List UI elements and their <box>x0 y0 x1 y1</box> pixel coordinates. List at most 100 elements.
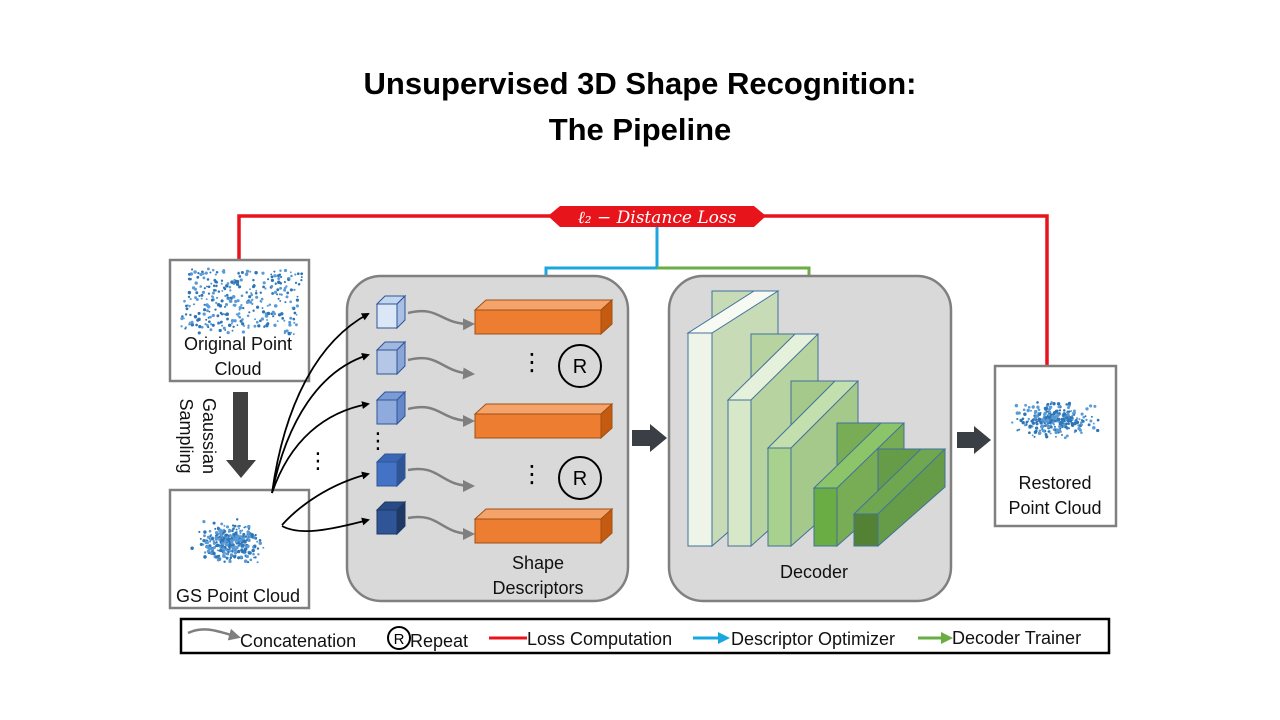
cloud-point <box>212 546 216 550</box>
cloud-point <box>184 327 187 330</box>
cloud-point <box>196 275 200 279</box>
shape-descriptors-label-line-2: Descriptors <box>492 578 583 598</box>
cloud-point <box>1080 423 1084 427</box>
cloud-point <box>243 559 248 563</box>
cloud-point <box>280 312 284 316</box>
cloud-point <box>1030 409 1032 412</box>
cloud-point <box>293 311 297 315</box>
cloud-point <box>1050 424 1053 427</box>
cloud-point <box>1024 403 1027 407</box>
cloud-point <box>204 271 208 275</box>
cloud-point <box>233 537 237 541</box>
cloud-point <box>271 292 274 295</box>
cloud-point <box>203 287 206 290</box>
cloud-point <box>188 305 191 308</box>
cloud-point <box>218 529 221 532</box>
cloud-point <box>254 556 257 559</box>
cloud-point <box>212 284 216 287</box>
cloud-point <box>286 291 290 295</box>
cloud-point <box>1054 435 1057 438</box>
cloud-point <box>224 303 229 307</box>
ellipsis-descriptors-2: ⋮ <box>520 460 544 488</box>
cloud-point <box>1075 420 1080 425</box>
cloud-point <box>207 326 210 329</box>
cloud-point <box>203 530 207 534</box>
cloud-point <box>288 323 292 327</box>
cloud-point <box>227 551 230 554</box>
cloud-point <box>300 276 303 279</box>
cloud-point <box>295 304 299 308</box>
cloud-point <box>1059 404 1062 407</box>
cloud-point <box>241 330 245 334</box>
gs-point-cloud-box: GS Point Cloud <box>168 488 311 610</box>
cloud-point <box>222 553 225 556</box>
cloud-point <box>236 535 239 538</box>
cloud-point <box>223 555 227 559</box>
cloud-point <box>285 329 289 333</box>
cloud-point <box>1089 419 1093 423</box>
cloud-point <box>216 302 221 307</box>
cloud-point <box>1043 413 1046 417</box>
cloud-point <box>187 295 191 299</box>
restored-point-cloud-image <box>1011 401 1100 440</box>
cloud-point <box>230 319 235 323</box>
cloud-point <box>242 324 246 328</box>
cloud-point <box>227 545 231 549</box>
cloud-point <box>237 312 241 315</box>
cloud-point <box>238 315 242 319</box>
cloud-point <box>252 552 255 556</box>
latent-cube <box>375 452 407 488</box>
cloud-point <box>233 524 237 528</box>
cloud-point <box>228 285 232 289</box>
cloud-point <box>242 534 245 538</box>
cloud-point <box>228 299 233 303</box>
cloud-point <box>221 547 225 551</box>
cloud-point <box>262 285 265 289</box>
cloud-point <box>1080 431 1083 435</box>
cloud-point <box>214 273 217 276</box>
cloud-point <box>249 558 253 562</box>
cloud-point <box>233 319 237 323</box>
cloud-point <box>228 559 232 564</box>
cloud-point <box>1044 416 1048 420</box>
cloud-point <box>249 270 252 273</box>
cloud-point <box>241 322 245 326</box>
original-label-line-1: Original Point <box>184 334 292 354</box>
cloud-point <box>246 270 249 273</box>
cloud-point <box>1044 424 1047 428</box>
cloud-point <box>276 288 280 292</box>
cloud-point <box>290 274 293 278</box>
cloud-point <box>209 540 212 543</box>
cloud-point <box>256 540 259 543</box>
cloud-point <box>1063 436 1067 440</box>
cloud-point <box>1085 418 1088 422</box>
cloud-point <box>1085 407 1089 411</box>
cloud-point <box>1062 412 1066 416</box>
cloud-point <box>194 281 198 285</box>
cloud-point <box>235 539 239 543</box>
cloud-point <box>206 278 210 281</box>
cloud-point <box>260 317 265 321</box>
legend: Concatenation R Repeat Loss Computation … <box>179 617 1111 655</box>
cloud-point <box>241 318 244 321</box>
cloud-point <box>187 273 191 276</box>
restored-label-line-1: Restored <box>1018 473 1091 493</box>
cloud-point <box>297 283 301 286</box>
cloud-point <box>1050 420 1053 423</box>
cloud-point <box>225 525 230 529</box>
cloud-point <box>197 331 201 335</box>
cloud-point <box>224 294 227 298</box>
cloud-point <box>234 532 238 536</box>
cloud-point <box>1062 425 1066 428</box>
cloud-point <box>267 278 270 281</box>
cloud-point <box>220 299 224 303</box>
cloud-point <box>247 324 250 327</box>
cloud-point <box>212 551 216 556</box>
cloud-point <box>262 281 266 285</box>
cloud-point <box>1016 417 1019 421</box>
cloud-point <box>1014 403 1019 408</box>
cloud-point <box>1023 412 1027 416</box>
cloud-point <box>1016 429 1019 432</box>
cloud-point <box>190 546 194 551</box>
cloud-point <box>1078 418 1081 421</box>
